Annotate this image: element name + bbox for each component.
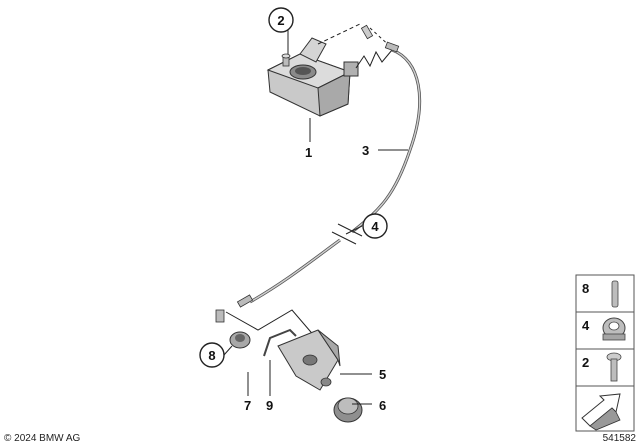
- callout-5-label: 5: [379, 367, 386, 382]
- callout-8-label: 8: [208, 348, 215, 363]
- callout-9: 9: [266, 398, 273, 413]
- callout-9-label: 9: [266, 398, 273, 413]
- arrow-icon: [581, 393, 621, 431]
- grommet-part-6: [333, 397, 363, 423]
- callout-5: 5: [379, 367, 386, 382]
- copyright-text: © 2024 BMW AG: [4, 433, 81, 444]
- pin-top: [360, 24, 374, 40]
- lower-guide-lines: [225, 309, 317, 339]
- fitting-part-7: [215, 309, 251, 349]
- cable-break-marks: [331, 223, 363, 245]
- callout-6-label: 6: [379, 398, 386, 413]
- legend-label-2: 4: [582, 318, 590, 333]
- diagram-id: 541582: [602, 433, 636, 444]
- legend-label-1: 8: [582, 281, 589, 296]
- callout-7-label: 7: [244, 398, 251, 413]
- parts-legend: 8 4 2: [575, 274, 635, 432]
- callout-6: 6: [379, 398, 386, 413]
- callout-8: 8: [199, 342, 225, 368]
- pin-icon: [611, 280, 619, 308]
- callout-3: 3: [362, 143, 369, 158]
- callout-2: 2: [268, 7, 294, 33]
- callout-4: 4: [362, 213, 388, 239]
- callout-2-label: 2: [277, 13, 284, 28]
- assembly-guide-lines: [317, 23, 393, 69]
- clamp-icon: [602, 317, 626, 341]
- callout-1: 1: [305, 145, 312, 160]
- clip-part-9: [263, 328, 297, 357]
- screw-icon: [606, 352, 622, 382]
- callout-7: 7: [244, 398, 251, 413]
- leader-lines: [223, 28, 408, 405]
- bracket-part-5: [277, 329, 341, 391]
- housing-part-1: [266, 37, 359, 117]
- callout-4-label: 4: [371, 219, 379, 234]
- legend-label-3: 2: [582, 355, 589, 370]
- cable-part-3: [236, 41, 422, 308]
- callout-3-label: 3: [362, 143, 369, 158]
- callout-1-label: 1: [305, 145, 312, 160]
